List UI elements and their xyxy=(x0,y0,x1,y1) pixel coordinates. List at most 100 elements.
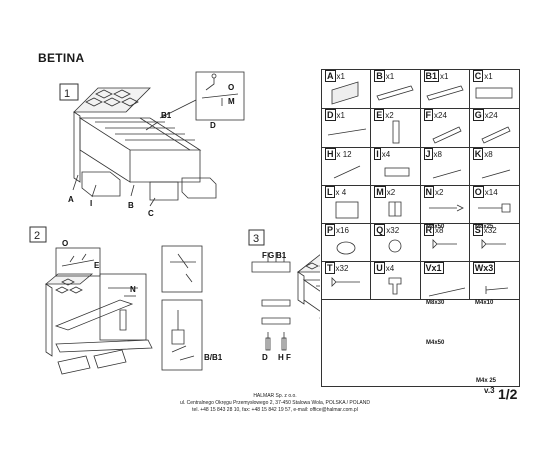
part-letter: T xyxy=(325,262,335,274)
spec-s: M4x10 xyxy=(475,300,494,306)
part-drawing-icon xyxy=(388,277,402,295)
part-quantity: x1 xyxy=(484,72,493,81)
label-b1-3: B1 xyxy=(276,251,287,260)
part-letter: P xyxy=(325,224,336,236)
part-quantity: x24 xyxy=(434,111,447,120)
label-m: M xyxy=(228,97,235,106)
part-quantity: x1 xyxy=(336,111,345,120)
footer-company: HALMAR Sp. z o.o. xyxy=(253,393,297,399)
part-letter: M xyxy=(374,186,386,198)
part-letter: G xyxy=(472,109,484,121)
part-drawing-icon xyxy=(331,81,359,105)
version: v.3 xyxy=(484,386,495,395)
label-e: E xyxy=(94,261,100,270)
assembly-steps: 1 2 3 B1 O M D A I B C O E N B/B1 F G B1… xyxy=(29,71,320,375)
part-drawing-icon xyxy=(333,165,361,179)
part-quantity: x1 xyxy=(336,72,345,81)
part-quantity: x2 xyxy=(435,188,444,197)
part-quantity: x2 xyxy=(386,188,396,197)
part-quantity: x32 xyxy=(335,264,349,273)
part-quantity: x16 xyxy=(336,226,349,235)
label-b1: B1 xyxy=(161,111,172,120)
step-1-drawing xyxy=(59,71,245,207)
part-letter: I xyxy=(374,148,381,160)
spec-n: M8x50 xyxy=(426,224,445,230)
step-3-drawing xyxy=(248,229,320,351)
part-drawing-icon xyxy=(331,277,360,287)
step-1-number: 1 xyxy=(64,88,70,100)
label-h: H xyxy=(278,353,284,362)
part-drawing-icon xyxy=(481,239,506,249)
part-quantity: x14 xyxy=(484,188,498,197)
part-quantity: x 12 xyxy=(336,150,352,159)
part-letter: Wx3 xyxy=(472,262,496,274)
part-drawing-icon xyxy=(475,87,513,99)
part-quantity: x8 xyxy=(433,150,442,159)
label-d-3: D xyxy=(262,353,268,362)
label-f: F xyxy=(262,251,267,260)
part-quantity: x8 xyxy=(435,226,444,235)
label-i: I xyxy=(90,199,92,208)
part-quantity: x1 xyxy=(440,72,449,81)
part-drawing-icon xyxy=(481,126,511,144)
part-letter: B xyxy=(374,70,385,82)
spec-o: M8x25 xyxy=(475,224,494,230)
part-quantity: x2 xyxy=(385,111,394,120)
part-letter: S xyxy=(472,224,483,236)
part-letter: H xyxy=(325,148,336,160)
part-letter: F xyxy=(423,109,433,121)
part-drawing-icon xyxy=(336,241,356,255)
part-letter: N xyxy=(423,186,434,198)
part-drawing-icon xyxy=(432,169,461,179)
part-quantity: x24 xyxy=(484,111,498,120)
part-quantity: x1 xyxy=(385,72,395,81)
part-letter: K xyxy=(472,148,484,160)
footer-address: ul. Centralnego Okręgu Przemysłowego 2, … xyxy=(179,400,370,406)
part-drawing-icon xyxy=(392,120,400,144)
part-drawing-icon xyxy=(481,169,510,179)
part-drawing-icon xyxy=(388,201,402,217)
part-drawing-icon xyxy=(425,85,464,101)
label-n: N xyxy=(130,285,136,294)
spec-w: M4x 25 xyxy=(476,378,497,384)
part-vx1: Vx1 xyxy=(420,262,470,300)
part-drawing-icon xyxy=(432,239,457,249)
part-drawing-icon xyxy=(431,126,462,144)
label-f-3: F xyxy=(286,353,291,362)
part-letter: O xyxy=(472,186,484,198)
part-letter: L xyxy=(325,186,335,198)
part-letter: C xyxy=(472,70,484,82)
part-quantity: x32 xyxy=(483,226,497,235)
step-3-number: 3 xyxy=(253,233,259,245)
part-letter: Q xyxy=(374,224,386,236)
part-letter: D xyxy=(325,109,336,121)
part-drawing-icon xyxy=(477,203,511,213)
part-drawing-icon xyxy=(327,128,367,136)
